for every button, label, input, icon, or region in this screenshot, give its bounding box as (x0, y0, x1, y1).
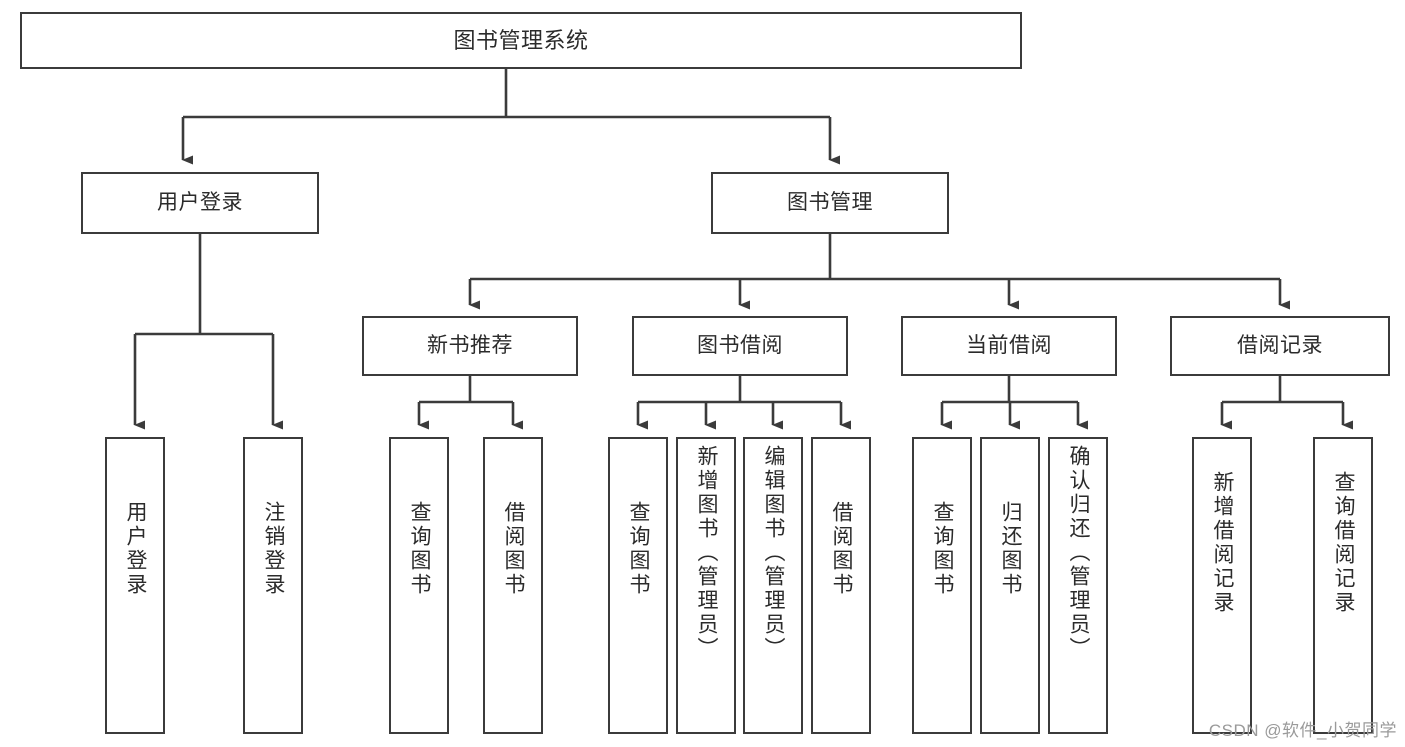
node-label: 图书管理 (787, 190, 873, 214)
node-label: 新书推荐 (427, 333, 513, 357)
node-label: 确认归还（管理员） (1067, 445, 1091, 661)
node-label: 新增借阅记录 (1211, 471, 1235, 615)
node-new-book-recommendation[interactable]: 新书推荐 (362, 316, 578, 376)
leaf-current-query-books[interactable]: 查询图书 (912, 437, 972, 734)
leaf-borrow-query-books[interactable]: 查询图书 (608, 437, 668, 734)
node-book-borrowing[interactable]: 图书借阅 (632, 316, 848, 376)
leaf-current-confirm-return-admin[interactable]: 确认归还（管理员） (1048, 437, 1108, 734)
node-label: 归还图书 (999, 501, 1023, 597)
node-user-login[interactable]: 用户登录 (81, 172, 319, 234)
leaf-new-book-borrow-books[interactable]: 借阅图书 (483, 437, 543, 734)
node-label: 图书管理系统 (453, 27, 589, 53)
node-label: 编辑图书（管理员） (762, 445, 786, 661)
node-label: 查询借阅记录 (1332, 471, 1356, 615)
node-label: 查询图书 (627, 501, 651, 597)
node-borrowing-record[interactable]: 借阅记录 (1170, 316, 1390, 376)
leaf-record-add-borrow-record[interactable]: 新增借阅记录 (1192, 437, 1252, 734)
node-book-management[interactable]: 图书管理 (711, 172, 949, 234)
leaf-current-return-books[interactable]: 归还图书 (980, 437, 1040, 734)
node-label: 用户登录 (157, 190, 243, 214)
leaf-new-book-query-books[interactable]: 查询图书 (389, 437, 449, 734)
node-label: 注销登录 (262, 501, 286, 597)
node-label: 借阅图书 (830, 501, 854, 597)
leaf-user-login-signout[interactable]: 注销登录 (243, 437, 303, 734)
node-label: 借阅图书 (502, 501, 526, 597)
node-label: 当前借阅 (966, 333, 1052, 357)
node-label: 图书借阅 (697, 333, 783, 357)
leaf-borrow-borrow-books[interactable]: 借阅图书 (811, 437, 871, 734)
leaf-borrow-add-book-admin[interactable]: 新增图书（管理员） (676, 437, 736, 734)
leaf-borrow-edit-book-admin[interactable]: 编辑图书（管理员） (743, 437, 803, 734)
node-current-borrowing[interactable]: 当前借阅 (901, 316, 1117, 376)
leaf-user-login-signin[interactable]: 用户登录 (105, 437, 165, 734)
node-label: 借阅记录 (1237, 333, 1323, 357)
watermark-csdn: CSDN @软件_小贺同学 (1208, 721, 1397, 740)
leaf-record-query-borrow-record[interactable]: 查询借阅记录 (1313, 437, 1373, 734)
node-label: 查询图书 (931, 501, 955, 597)
node-label: 用户登录 (124, 501, 148, 597)
node-root-book-management-system[interactable]: 图书管理系统 (20, 12, 1022, 69)
node-label: 新增图书（管理员） (695, 445, 719, 661)
node-label: 查询图书 (408, 501, 432, 597)
